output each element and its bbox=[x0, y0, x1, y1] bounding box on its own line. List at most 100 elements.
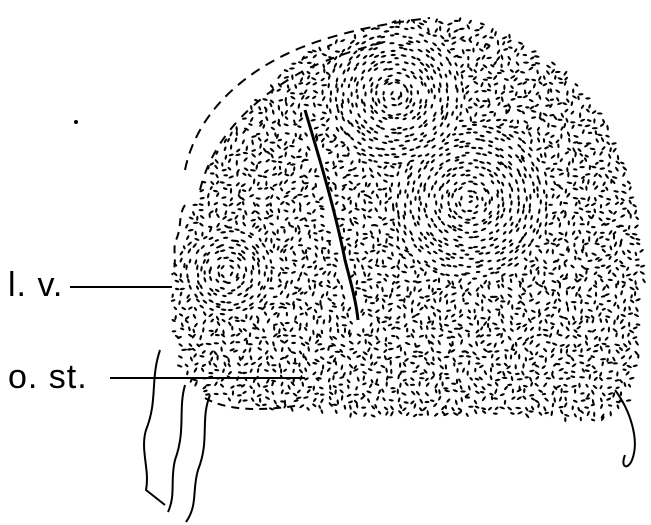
cell-nucleus bbox=[361, 256, 367, 261]
cell-nucleus bbox=[362, 214, 366, 220]
cell-nucleus bbox=[307, 62, 312, 64]
cell-nucleus bbox=[493, 171, 499, 177]
cell-nucleus bbox=[593, 284, 598, 288]
cell-nucleus bbox=[488, 140, 494, 144]
cell-nucleus bbox=[499, 393, 505, 397]
cell-nucleus bbox=[522, 323, 528, 328]
cell-nucleus bbox=[506, 136, 511, 141]
cell-nucleus bbox=[340, 111, 344, 116]
cell-nucleus bbox=[529, 194, 532, 200]
cell-nucleus bbox=[189, 356, 193, 362]
cell-nucleus bbox=[326, 104, 329, 109]
cell-nucleus bbox=[559, 315, 565, 319]
cell-nucleus bbox=[216, 321, 221, 327]
cell-nucleus bbox=[439, 322, 444, 328]
cell-nucleus bbox=[283, 339, 289, 344]
cell-nucleus bbox=[419, 139, 424, 143]
cell-nucleus bbox=[336, 278, 341, 284]
cell-nucleus bbox=[605, 238, 610, 241]
cell-nucleus bbox=[403, 313, 405, 319]
cell-nucleus bbox=[440, 272, 445, 276]
cell-nucleus bbox=[409, 98, 413, 104]
cell-nucleus bbox=[486, 342, 492, 347]
cell-nucleus bbox=[417, 237, 422, 243]
cell-nucleus bbox=[599, 151, 604, 156]
cell-nucleus bbox=[459, 166, 464, 169]
cell-nucleus bbox=[524, 308, 528, 313]
cell-nucleus bbox=[481, 299, 484, 304]
cell-nucleus bbox=[304, 367, 308, 372]
cell-nucleus bbox=[409, 165, 414, 171]
cell-nucleus bbox=[306, 201, 311, 206]
cell-nucleus bbox=[546, 301, 552, 306]
cell-nucleus bbox=[494, 245, 500, 250]
cell-nucleus bbox=[204, 270, 206, 275]
cell-nucleus bbox=[292, 291, 298, 295]
cell-nucleus bbox=[329, 355, 335, 359]
cell-nucleus bbox=[605, 315, 611, 318]
cell-nucleus bbox=[269, 222, 274, 226]
cell-nucleus bbox=[223, 361, 227, 367]
cell-nucleus bbox=[347, 60, 352, 66]
cell-nucleus bbox=[489, 392, 494, 396]
cell-nucleus bbox=[255, 197, 261, 200]
cell-nucleus bbox=[332, 385, 337, 389]
cell-nucleus bbox=[584, 276, 588, 282]
cell-nucleus bbox=[586, 318, 589, 323]
cell-nucleus bbox=[417, 90, 420, 95]
cell-nucleus bbox=[544, 180, 547, 186]
cell-nucleus bbox=[465, 231, 470, 234]
cell-nucleus bbox=[548, 222, 554, 226]
cell-nucleus bbox=[405, 341, 411, 345]
cell-nucleus bbox=[474, 166, 479, 169]
cell-nucleus bbox=[459, 140, 465, 143]
cell-nucleus bbox=[220, 274, 225, 279]
cell-nucleus bbox=[298, 237, 302, 242]
cell-nucleus bbox=[413, 286, 416, 292]
cell-nucleus bbox=[289, 145, 295, 148]
cell-nucleus bbox=[403, 323, 408, 328]
cell-nucleus bbox=[570, 121, 576, 123]
cell-nucleus bbox=[459, 27, 465, 30]
cell-nucleus bbox=[439, 82, 442, 88]
cell-nucleus bbox=[312, 371, 317, 376]
cell-nucleus bbox=[426, 325, 429, 330]
cell-nucleus bbox=[571, 215, 576, 221]
cell-nucleus bbox=[187, 241, 193, 247]
cell-nucleus bbox=[368, 36, 374, 40]
cell-nucleus bbox=[217, 271, 221, 277]
cell-nucleus bbox=[242, 371, 247, 374]
cell-nucleus bbox=[479, 119, 485, 123]
cell-nucleus bbox=[439, 73, 443, 79]
cell-nucleus bbox=[559, 201, 562, 206]
cell-nucleus bbox=[376, 171, 382, 177]
cell-nucleus bbox=[538, 248, 543, 254]
cell-nucleus bbox=[249, 332, 252, 337]
cell-nucleus bbox=[552, 266, 557, 271]
cell-nucleus bbox=[526, 196, 528, 202]
cell-nucleus bbox=[375, 182, 378, 187]
cell-nucleus bbox=[332, 263, 338, 267]
cell-nucleus bbox=[243, 157, 248, 163]
cell-nucleus bbox=[266, 131, 270, 136]
cell-nucleus bbox=[349, 320, 354, 325]
cell-nucleus bbox=[600, 232, 605, 234]
cell-nucleus bbox=[523, 265, 527, 271]
cell-nucleus bbox=[586, 230, 592, 234]
cell-nucleus bbox=[520, 301, 526, 307]
cell-nucleus bbox=[430, 88, 433, 94]
cell-nucleus bbox=[439, 162, 444, 167]
cell-nucleus bbox=[566, 290, 569, 296]
cell-nucleus bbox=[518, 218, 522, 224]
cell-nucleus bbox=[357, 192, 360, 198]
cell-nucleus bbox=[528, 146, 533, 152]
cell-nucleus bbox=[438, 228, 444, 233]
cell-nucleus bbox=[439, 290, 444, 296]
cell-nucleus bbox=[529, 250, 532, 256]
cell-nucleus bbox=[370, 82, 374, 88]
cell-nucleus bbox=[472, 277, 478, 279]
cell-nucleus bbox=[364, 91, 366, 96]
cell-nucleus bbox=[472, 124, 477, 126]
cell-nucleus bbox=[625, 347, 631, 352]
cell-nucleus bbox=[433, 412, 439, 417]
